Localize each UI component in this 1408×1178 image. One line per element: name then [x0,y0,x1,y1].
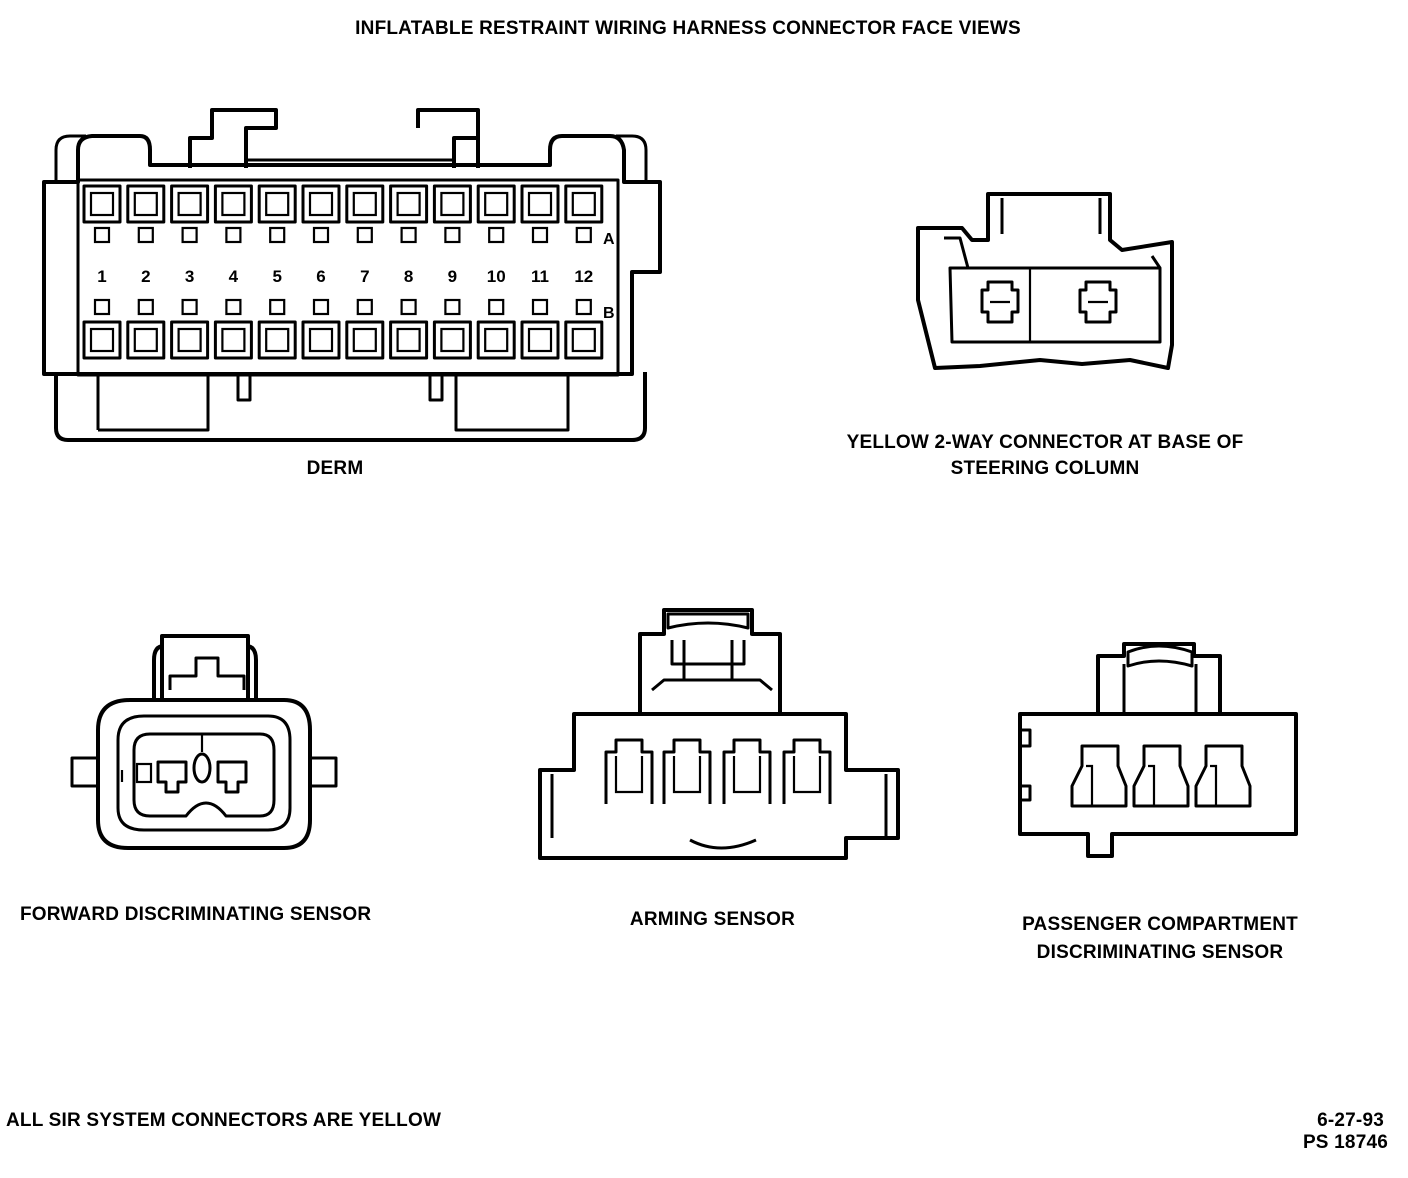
derm-small-cell [400,298,417,316]
derm-cavity [82,184,122,224]
derm-cavity [345,320,385,360]
derm-cavity [301,320,341,360]
derm-small-cell [356,226,373,244]
derm-small-cell [400,226,417,244]
derm-pin-number: 6 [316,267,325,286]
derm-row-a-cavities [82,184,604,224]
derm-small-cell [575,226,592,244]
yellow-2way-label-line2: STEERING COLUMN [950,458,1140,479]
footer-date: 6-27-93 [1317,1110,1384,1131]
derm-cavity [389,320,429,360]
derm-cavity [126,184,166,224]
derm-small-cell [137,298,154,316]
derm-small-cell [93,226,111,244]
derm-pin-number: 12 [574,267,593,286]
derm-cavity [170,320,210,360]
passenger-sensor-label-line2: DISCRIMINATING SENSOR [1036,942,1284,963]
derm-cavity [170,184,210,224]
derm-small-cell [312,298,330,316]
derm-pin-number: 9 [448,267,457,286]
derm-row-b-small-cells [93,298,592,316]
derm-row-b-cavities [82,320,604,360]
derm-cavity [345,184,385,224]
derm-small-cell [269,298,286,316]
derm-pin-number: 11 [531,267,549,286]
diagram-title: INFLATABLE RESTRAINT WIRING HARNESS CONN… [355,18,1021,39]
derm-pin-number: 7 [360,267,369,286]
derm-small-cell [531,298,549,316]
arming-terminal [722,738,772,804]
derm-small-cell [444,226,461,244]
passenger-terminal [1194,744,1252,808]
derm-cavity [520,184,560,224]
arming-sensor-label: ARMING SENSOR [629,909,796,930]
footer-note: ALL SIR SYSTEM CONNECTORS ARE YELLOW [6,1110,442,1131]
forward-sensor-label: FORWARD DISCRIMINATING SENSOR [20,904,372,925]
derm-cavity [257,184,297,224]
derm-cavity [213,184,253,224]
arming-terminal [662,738,712,804]
derm-cavity [476,320,516,360]
derm-cavity [126,320,166,360]
arming-terminal [604,738,654,804]
yellow-2way-label-line1: YELLOW 2-WAY CONNECTOR AT BASE OF [846,432,1244,453]
passenger-terminal [1132,744,1190,808]
derm-cavity [213,320,253,360]
derm-small-cell [225,226,242,244]
derm-small-cell [269,226,286,244]
passenger-terminal [1070,744,1128,808]
derm-row-b-label: B [603,305,615,322]
derm-cavity [301,184,341,224]
derm-small-cell [181,226,198,244]
derm-cavity [432,320,472,360]
derm-small-cell [575,298,592,316]
arming-sensor-terminals [604,738,832,804]
derm-cavity [564,184,604,224]
derm-pin-number: 3 [185,267,194,286]
derm-cavity [564,320,604,360]
derm-row-a-small-cells [93,226,592,244]
derm-label: DERM [306,458,364,479]
derm-small-cell [356,298,373,316]
derm-pin-number: 8 [404,267,413,286]
footer-ref: PS 18746 [1302,1132,1388,1153]
passenger-sensor-label-line1: PASSENGER COMPARTMENT [1022,914,1298,935]
derm-pin-number: 5 [272,267,281,286]
derm-small-cell [225,298,242,316]
derm-cavity [432,184,472,224]
derm-small-cell [93,298,111,316]
derm-small-cell [312,226,330,244]
derm-small-cell [137,226,154,244]
derm-pin-number: 10 [487,267,506,286]
derm-small-cell [181,298,198,316]
derm-cavity [82,320,122,360]
derm-cavity [476,184,516,224]
passenger-sensor-terminals [1070,744,1252,808]
arming-terminal [782,738,832,804]
derm-cavity [257,320,297,360]
derm-pin-number: 2 [141,267,150,286]
derm-cavity [389,184,429,224]
derm-small-cell [488,226,505,244]
derm-pin-number: 1 [97,267,106,286]
derm-small-cell [444,298,461,316]
derm-pin-number: 4 [229,267,239,286]
derm-cavity [520,320,560,360]
derm-small-cell [488,298,505,316]
derm-small-cell [531,226,549,244]
derm-row-a-label: A [603,231,615,248]
